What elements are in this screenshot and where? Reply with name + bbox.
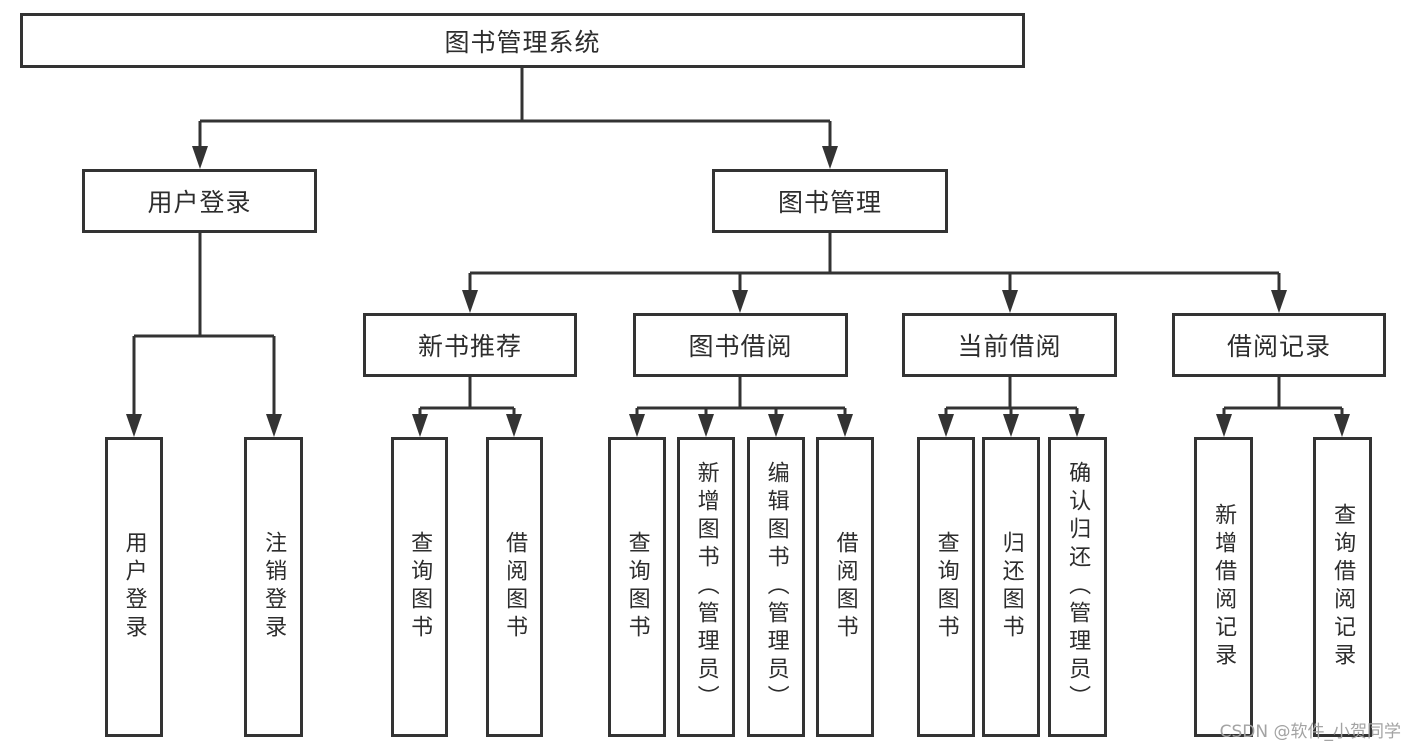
- node-label: 图书借阅: [688, 332, 793, 361]
- leaf-label: 查询图书: [624, 531, 650, 643]
- leaf-borrow-books: 借阅图书: [816, 437, 874, 737]
- arrowhead-icon: [698, 414, 714, 437]
- leaf-query-books: 查询图书: [391, 437, 448, 737]
- leaf-query-borrow-record: 查询借阅记录: [1313, 437, 1372, 737]
- leaf-label: 查询借阅记录: [1330, 503, 1356, 671]
- node-label: 图书管理系统: [444, 27, 601, 57]
- node-borrow-records: 借阅记录: [1172, 313, 1386, 377]
- arrowhead-icon: [412, 414, 428, 437]
- leaf-label: 归还图书: [998, 531, 1024, 643]
- arrowhead-icon: [1003, 414, 1019, 437]
- node-book-management: 图书管理: [712, 169, 948, 233]
- arrowhead-icon: [1069, 414, 1085, 437]
- arrowhead-icon: [1271, 290, 1287, 313]
- leaf-label: 新增图书（管理员）: [693, 461, 719, 713]
- leaf-logout: 注销登录: [244, 437, 303, 737]
- arrowhead-icon: [1334, 414, 1350, 437]
- leaf-label: 用户登录: [121, 531, 147, 643]
- arrowhead-icon: [732, 290, 748, 313]
- node-new-book-recommend: 新书推荐: [363, 313, 577, 377]
- node-user-login: 用户登录: [82, 169, 317, 233]
- leaf-query-books: 查询图书: [608, 437, 666, 737]
- leaf-query-books: 查询图书: [917, 437, 975, 737]
- leaf-edit-books-admin: 编辑图书（管理员）: [747, 437, 805, 737]
- node-book-borrow: 图书借阅: [633, 313, 848, 377]
- node-label: 用户登录: [147, 188, 252, 217]
- leaf-label: 注销登录: [261, 531, 287, 643]
- arrowhead-icon: [629, 414, 645, 437]
- arrowhead-icon: [462, 290, 478, 313]
- leaf-label: 确认归还（管理员）: [1065, 461, 1091, 713]
- leaf-label: 借阅图书: [832, 531, 858, 643]
- node-label: 当前借阅: [957, 332, 1062, 361]
- arrowhead-icon: [938, 414, 954, 437]
- leaf-label: 借阅图书: [502, 531, 528, 643]
- leaf-label: 编辑图书（管理员）: [763, 461, 789, 713]
- node-label: 借阅记录: [1226, 332, 1331, 361]
- arrowhead-icon: [822, 146, 838, 169]
- leaf-add-borrow-record: 新增借阅记录: [1194, 437, 1253, 737]
- leaf-label: 查询图书: [933, 531, 959, 643]
- leaf-add-books-admin: 新增图书（管理员）: [677, 437, 735, 737]
- leaf-user-login: 用户登录: [105, 437, 163, 737]
- arrowhead-icon: [126, 414, 142, 437]
- node-label: 图书管理: [777, 188, 882, 217]
- arrowhead-icon: [266, 414, 282, 437]
- leaf-label: 查询图书: [407, 531, 433, 643]
- leaf-label: 新增借阅记录: [1211, 503, 1237, 671]
- node-current-borrow: 当前借阅: [902, 313, 1117, 377]
- arrowhead-icon: [1216, 414, 1232, 437]
- leaf-return-books: 归还图书: [982, 437, 1040, 737]
- leaf-confirm-return-admin: 确认归还（管理员）: [1048, 437, 1107, 737]
- arrowhead-icon: [192, 146, 208, 169]
- csdn-watermark: CSDN @软件_小贺同学: [1219, 722, 1401, 742]
- node-library-system: 图书管理系统: [20, 13, 1025, 68]
- arrowhead-icon: [1002, 290, 1018, 313]
- node-label: 新书推荐: [417, 332, 522, 361]
- arrowhead-icon: [768, 414, 784, 437]
- arrowhead-icon: [506, 414, 522, 437]
- arrowhead-icon: [837, 414, 853, 437]
- leaf-borrow-books: 借阅图书: [486, 437, 543, 737]
